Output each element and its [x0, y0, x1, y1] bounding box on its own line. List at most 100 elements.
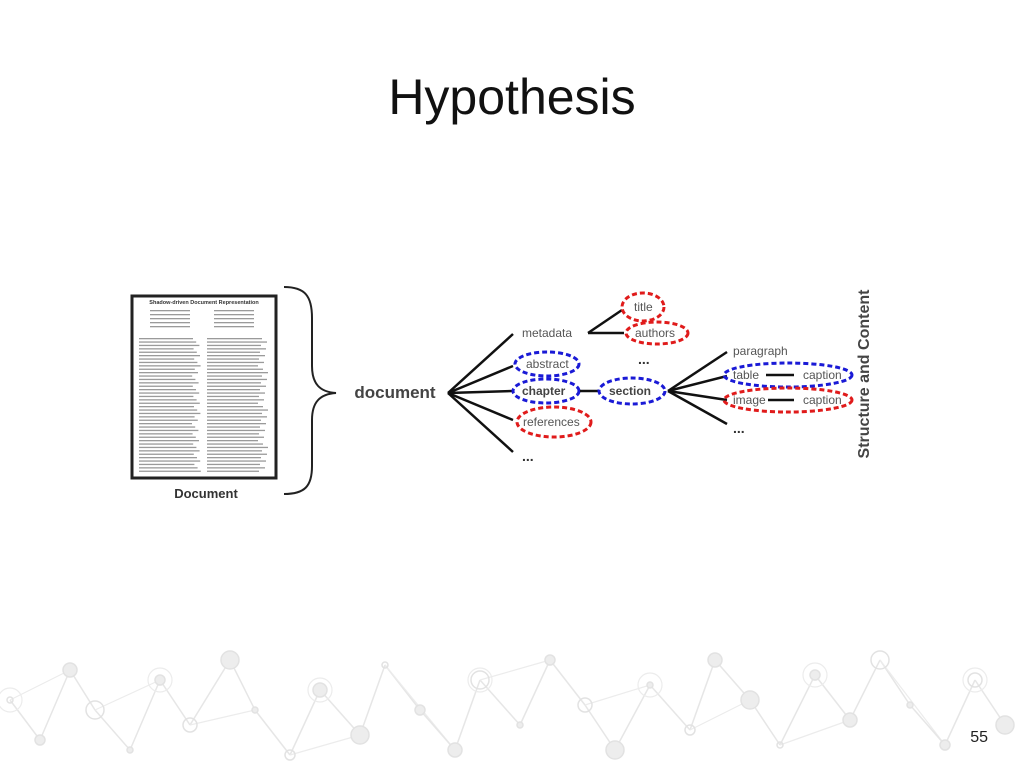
- network-node: [708, 653, 722, 667]
- network-node: [252, 707, 258, 713]
- paper-text-line: [214, 322, 254, 323]
- paper-text-line: [207, 426, 260, 427]
- paper-text-line: [139, 409, 197, 410]
- paper-text-line: [150, 326, 190, 327]
- paper-text-line: [207, 413, 262, 414]
- paper-text-line: [139, 358, 194, 359]
- node-section: section: [609, 384, 651, 398]
- network-edge: [95, 680, 160, 710]
- paper-text-line: [150, 318, 190, 319]
- paper-text-line: [139, 379, 195, 380]
- network-edge: [850, 660, 880, 720]
- network-edge: [10, 700, 40, 740]
- network-node: [517, 722, 523, 728]
- paper-text-line: [139, 406, 194, 407]
- document-connectors: [448, 334, 513, 452]
- paper-heading: Shadow-driven Document Representation: [149, 300, 259, 306]
- network-edge: [95, 710, 130, 750]
- network-node: [741, 691, 759, 709]
- paper-text-line: [139, 362, 197, 363]
- paper-text-line: [207, 454, 267, 455]
- paper-text-line: [150, 314, 190, 315]
- paper-text-line: [207, 358, 259, 359]
- metadata-connectors: [588, 310, 624, 333]
- paper-text-line: [139, 454, 194, 455]
- paper-text-line: [214, 310, 254, 311]
- network-edge: [255, 710, 290, 755]
- paper-text-line: [207, 457, 261, 458]
- node-table: table: [733, 368, 759, 382]
- paper-text-line: [214, 314, 254, 315]
- network-edge: [290, 690, 320, 755]
- node-more-level1: ...: [522, 448, 534, 464]
- paper-text-line: [139, 372, 198, 373]
- paper-text-line: [207, 372, 268, 373]
- network-background: [0, 640, 1024, 768]
- node-references: references: [523, 415, 580, 429]
- network-edge: [360, 665, 385, 735]
- paper-text-line: [214, 326, 254, 327]
- paper-text-line: [139, 420, 198, 421]
- paper-text-line: [139, 471, 201, 472]
- network-node: [647, 682, 653, 688]
- paper-text-line: [207, 365, 258, 366]
- network-node: [448, 743, 462, 757]
- paper-text-line: [139, 464, 194, 465]
- node-paragraph: paragraph: [733, 344, 788, 358]
- network-edge: [815, 675, 850, 720]
- paper-text-line: [139, 369, 195, 370]
- paper-text-line: [139, 450, 200, 451]
- node-more-metadata: ...: [638, 351, 650, 367]
- network-edge: [910, 705, 945, 745]
- paper-text-line: [139, 426, 195, 427]
- paper-text-line: [207, 396, 259, 397]
- paper-text-line: [207, 460, 266, 461]
- paper-text-line: [207, 471, 259, 472]
- node-more-section: ...: [733, 420, 745, 436]
- network-edge: [480, 660, 550, 680]
- paper-text-line: [150, 310, 190, 311]
- paper-text-line: [207, 386, 266, 387]
- paper-text-line: [139, 338, 193, 339]
- network-node: [415, 705, 425, 715]
- paper-text-line: [139, 416, 195, 417]
- paper-text-line: [139, 430, 198, 431]
- node-abstract: abstract: [526, 357, 569, 371]
- network-edge: [40, 670, 70, 740]
- paper-text-line: [207, 423, 266, 424]
- network-edge: [550, 660, 585, 705]
- paper-text-line: [207, 420, 261, 421]
- paper-text-line: [207, 450, 262, 451]
- node-image: image: [733, 393, 766, 407]
- network-node: [127, 747, 133, 753]
- paper-text-line: [207, 379, 267, 380]
- paper-text-line: [207, 464, 260, 465]
- network-edge: [290, 735, 360, 755]
- network-node: [545, 655, 555, 665]
- node-table-caption: caption: [803, 368, 842, 382]
- paper-text-line: [139, 467, 198, 468]
- network-node: [606, 741, 624, 759]
- paper-text-line: [139, 423, 192, 424]
- paper-text-line: [139, 396, 193, 397]
- paper-text-line: [150, 322, 190, 323]
- paper-text-line: [207, 430, 265, 431]
- node-chapter: chapter: [522, 384, 566, 398]
- network-edge: [160, 680, 190, 725]
- paper-text-line: [139, 392, 199, 393]
- node-metadata: metadata: [522, 326, 572, 340]
- network-node: [35, 735, 45, 745]
- paper-text-line: [207, 416, 267, 417]
- paper-text-line: [214, 318, 254, 319]
- network-edge: [10, 670, 70, 700]
- paper-text-line: [139, 355, 200, 356]
- paper-text-line: [139, 375, 192, 376]
- paper-text-line: [207, 467, 265, 468]
- paper-caption: Document: [174, 486, 238, 501]
- network-edge: [520, 660, 550, 725]
- paper-text-line: [207, 341, 267, 342]
- node-image-caption: caption: [803, 393, 842, 407]
- paper-text-line: [207, 399, 264, 400]
- network-node: [313, 683, 327, 697]
- paper-text-line: [139, 447, 196, 448]
